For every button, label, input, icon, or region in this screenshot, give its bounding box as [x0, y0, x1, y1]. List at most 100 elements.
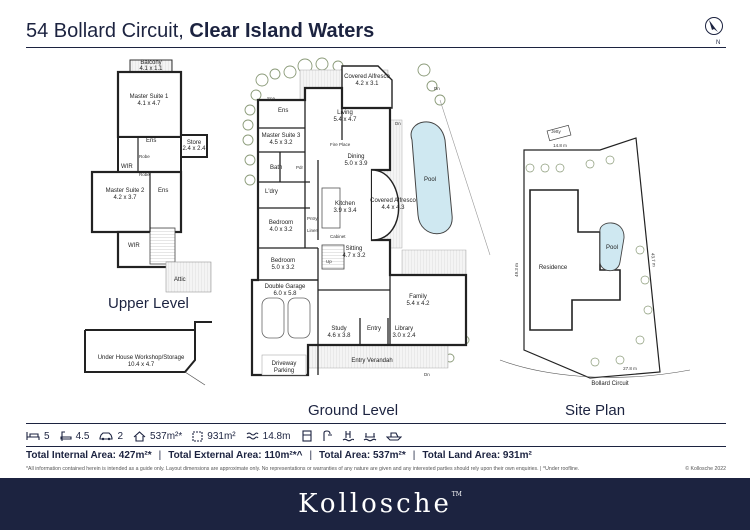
- north-arrow-icon: N: [705, 17, 723, 46]
- svg-text:Covered Alfresco: Covered Alfresco: [344, 74, 390, 80]
- room-robe-1: Robe: [139, 154, 150, 159]
- svg-text:Store: Store: [187, 140, 202, 146]
- fire-place-ground: Fire Place: [330, 142, 351, 147]
- stairs-down-label-2: Dn: [434, 86, 440, 91]
- driveway-parking: Driveway Parking: [261, 354, 307, 376]
- shower-icon: [323, 430, 333, 441]
- svg-text:4.1 x 1.1: 4.1 x 1.1: [139, 66, 163, 72]
- room-pantry: Pntry: [307, 216, 318, 221]
- svg-text:Library: Library: [395, 326, 413, 332]
- site-street-label: Bollard Circuit: [591, 381, 629, 387]
- bath-icon: [60, 431, 72, 441]
- svg-text:3.0 x 2.4: 3.0 x 2.4: [392, 333, 416, 339]
- total-external-area: Total External Area: 110m²*^: [168, 450, 303, 461]
- svg-text:Dining: Dining: [347, 154, 364, 160]
- room-ens-upper-1: Ens: [146, 138, 156, 144]
- svg-text:4.6 x 3.8: 4.6 x 3.8: [327, 333, 351, 339]
- north-label: N: [716, 40, 720, 46]
- feature-icons: [302, 430, 411, 442]
- room-bedroom-2: Bedroom 5.0 x 3.2: [271, 258, 295, 271]
- svg-text:Under House Workshop/Storage: Under House Workshop/Storage: [98, 355, 185, 361]
- disclaimer: *All information contained herein is int…: [26, 466, 726, 472]
- total-area: Total Area: 537m²*: [319, 450, 406, 461]
- room-sitting: Sitting 4.7 x 3.2: [342, 246, 366, 259]
- cabinet-label: Cabinet: [330, 234, 346, 239]
- upper-level-plan: Balcony 4.1 x 1.1 Master Suite 1 4.1 x 4…: [84, 59, 212, 386]
- svg-text:10.4 x 4.7: 10.4 x 4.7: [128, 362, 155, 368]
- svg-text:4.5 x 3.2: 4.5 x 3.2: [269, 140, 293, 146]
- room-wir-upper-2: WIR: [128, 243, 140, 249]
- svg-text:4.4 x 4.3: 4.4 x 4.3: [381, 205, 405, 211]
- stat-bathrooms: 4.5: [60, 430, 89, 442]
- room-attic: Attic: [174, 277, 186, 283]
- boat-icon: [386, 432, 403, 441]
- car-icon: [99, 432, 114, 441]
- site-residence-label: Residence: [539, 265, 568, 271]
- room-store: Store 2.4 x 2.4: [182, 140, 206, 152]
- page-title: 54 Bollard Circuit, Clear Island Waters: [26, 20, 374, 43]
- svg-text:4.1 x 4.7: 4.1 x 4.7: [137, 101, 161, 107]
- svg-text:Double Garage: Double Garage: [265, 284, 306, 290]
- room-linen: Linen: [307, 228, 319, 233]
- upper-level-label: Upper Level: [108, 295, 189, 312]
- house-icon: [133, 430, 146, 442]
- copyright: © Kollosche 2022: [685, 466, 726, 472]
- address-suburb: Clear Island Waters: [189, 20, 375, 42]
- svg-text:Master Suite 3: Master Suite 3: [262, 133, 301, 139]
- room-pdr: Pdr: [296, 165, 304, 170]
- svg-text:Bedroom: Bedroom: [271, 258, 295, 264]
- svg-text:4.7 x 3.2: 4.7 x 3.2: [342, 253, 366, 259]
- site-dim-left: 49.3 m: [514, 263, 519, 277]
- svg-text:Study: Study: [331, 326, 346, 332]
- pool-label: Pool: [424, 177, 436, 183]
- pool-shape: [410, 121, 453, 235]
- room-covered-alfresco-top: Covered Alfresco 4.2 x 3.1: [344, 74, 390, 87]
- water-frontage-icon: [246, 432, 259, 440]
- areas-divider: [26, 446, 726, 447]
- area-totals: Total Internal Area: 427m²*|Total Extern…: [26, 450, 532, 461]
- room-covered-alfresco-right: Covered Alfresco 4.4 x 4.3: [370, 198, 416, 211]
- room-spa: Spa: [267, 96, 276, 101]
- room-study: Study 4.6 x 3.8: [327, 326, 351, 339]
- svg-text:Sitting: Sitting: [346, 246, 363, 252]
- site-plan-label: Site Plan: [565, 402, 626, 419]
- svg-text:Driveway: Driveway: [272, 361, 297, 367]
- stat-car-spaces: 2: [99, 431, 123, 442]
- svg-text:4.2 x 3.1: 4.2 x 3.1: [355, 81, 379, 87]
- room-living: Living 5.4 x 4.7: [333, 110, 357, 123]
- room-family: Family 5.4 x 4.2: [406, 294, 430, 307]
- svg-text:Covered Alfresco: Covered Alfresco: [370, 198, 416, 204]
- room-entry-verandah: Entry Verandah: [351, 358, 392, 364]
- kitchen-icon: [302, 430, 312, 442]
- svg-text:Master Suite 2: Master Suite 2: [106, 188, 145, 194]
- room-entry: Entry: [367, 326, 381, 332]
- room-laundry: L'dry: [265, 189, 278, 195]
- svg-text:4.0 x 3.2: 4.0 x 3.2: [269, 227, 293, 233]
- total-land-area: Total Land Area: 931m²: [422, 450, 532, 461]
- property-stats: 5 4.5 2 537m²* 931m² 14.8m: [26, 428, 411, 444]
- svg-text:3.9 x 3.4: 3.9 x 3.4: [333, 208, 357, 214]
- room-master-suite-2: Master Suite 2 4.2 x 3.7: [106, 188, 145, 201]
- site-pool-label: Pool: [606, 245, 618, 251]
- stairs-up-label: Up: [326, 259, 332, 264]
- room-double-garage: Double Garage 6.0 x 5.8: [265, 284, 306, 297]
- jetty-icon: [364, 433, 377, 442]
- svg-text:Master Suite 1: Master Suite 1: [130, 94, 169, 100]
- stat-house-area: 537m²*: [133, 431, 182, 442]
- stats-divider: [26, 423, 726, 424]
- room-master-suite-1: Master Suite 1 4.1 x 4.7: [130, 94, 169, 107]
- svg-text:Parking: Parking: [274, 368, 294, 374]
- site-jetty-label: Jetty: [551, 129, 561, 134]
- disclaimer-text: *All information contained herein is int…: [26, 466, 580, 472]
- pool-icon: [343, 431, 355, 442]
- stairs-down-label-3: Dn: [424, 372, 430, 377]
- site-dim-top: 14.8 m: [553, 143, 567, 148]
- room-ens-ground: Ens: [278, 108, 288, 114]
- room-bath: Bath: [270, 165, 282, 171]
- room-robe-2: Robe: [139, 172, 150, 177]
- room-ens-upper-2: Ens: [158, 188, 168, 194]
- floor-plans: Balcony 4.1 x 1.1 Master Suite 1 4.1 x 4…: [84, 57, 691, 387]
- svg-text:4.2 x 3.7: 4.2 x 3.7: [113, 195, 137, 201]
- svg-text:Kitchen: Kitchen: [335, 201, 355, 207]
